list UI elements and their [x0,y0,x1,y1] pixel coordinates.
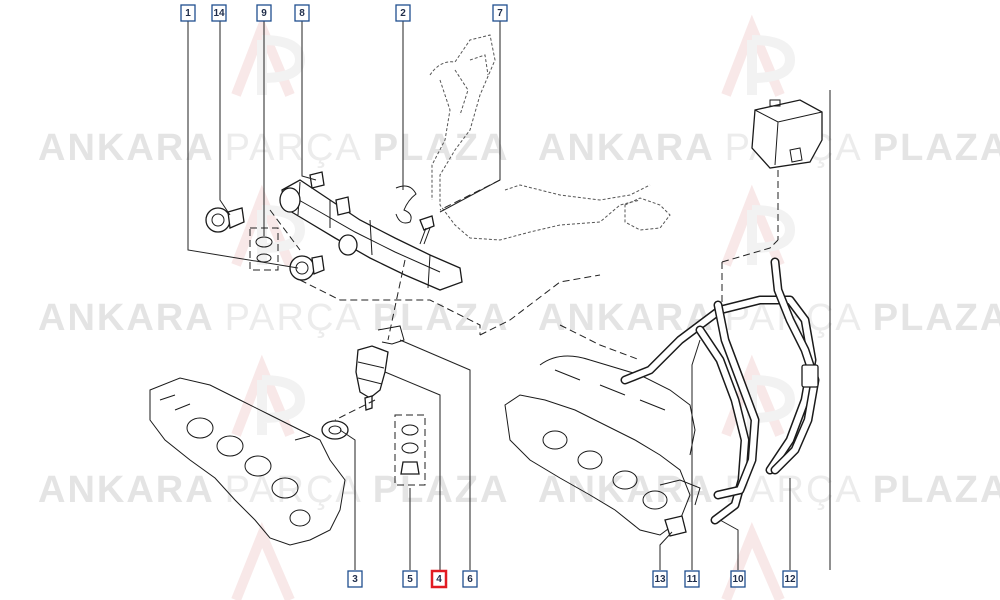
callout-label: 5 [407,574,413,585]
callout-7: 7 [492,4,508,22]
callout-box [492,4,508,22]
callout-label: 14 [213,8,225,19]
vacuum-hoses [620,257,820,537]
ghost-engine-outline [429,34,671,241]
callout-label: 8 [299,8,305,19]
callout-label: 7 [497,8,503,19]
watermark-bold-2: PLAZA [373,127,510,169]
callout-label: 9 [261,8,267,19]
callout-label: 13 [654,574,666,585]
ap-logo-icon [231,354,306,437]
fuel-rail [279,171,463,291]
callout-box [462,570,478,588]
callout-box [430,569,448,589]
callout-13: 13 [652,570,668,588]
callout-label: 11 [687,574,698,585]
watermark-light: PARÇA [225,127,363,169]
callout-box [730,570,746,588]
pressure-regulator [205,207,245,233]
callout-label: 1 [185,8,191,19]
callout-12: 12 [782,570,798,588]
callout-box [256,4,272,22]
callout-10: 10 [730,570,746,588]
ap-logo-icon [231,14,306,97]
relation-lines [269,170,779,421]
callout-box [347,570,363,588]
callout-5: 5 [402,570,418,588]
ghost-right-manifold [504,355,701,536]
callout-box [402,570,418,588]
ap-logo-icon [721,184,796,267]
callout-box [652,570,668,588]
callout-box [782,570,798,588]
leader-lines [187,20,831,570]
callout-label: 3 [352,574,358,585]
damper-unit [289,255,325,281]
callout-4: 4 [430,569,448,589]
seal-kit-lower [394,414,426,486]
callout-label: 2 [400,8,406,19]
ghost-intake-manifold [149,377,346,546]
control-module [751,99,823,169]
mounting-bolt [419,215,435,245]
callout-11: 11 [684,570,700,588]
callout-label: 6 [467,574,473,585]
callout-1: 1 [180,4,196,22]
callout-6: 6 [462,570,478,588]
retaining-clip [395,185,417,224]
watermark-logos [231,14,796,600]
ap-logo-icon [231,521,785,600]
callout-label: 10 [732,574,744,585]
callout-box [294,4,310,22]
callout-label: 12 [784,574,796,585]
callout-14: 14 [211,4,227,22]
callout-box [395,4,411,22]
callouts: 1 14 9 8 2 7 3 5 4 6 13 11 10 12 [180,4,798,589]
callout-2: 2 [395,4,411,22]
fuel-injector [355,345,389,411]
callout-box [684,570,700,588]
injector-clip [377,325,405,345]
callout-9: 9 [256,4,272,22]
watermark-bold: ANKARA [38,127,215,169]
callout-3: 3 [347,570,363,588]
injector-seal [321,420,349,440]
callout-label: 4 [436,574,442,585]
ap-logo-icon [721,14,796,97]
callout-box [211,4,227,22]
callout-8: 8 [294,4,310,22]
callout-box [180,4,196,22]
